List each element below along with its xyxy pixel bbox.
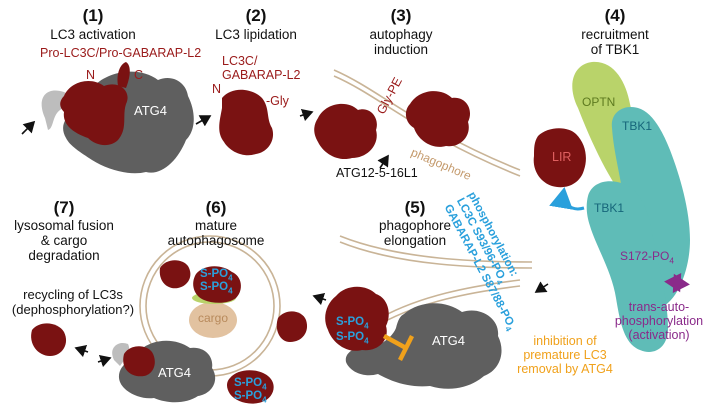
step-3-number: (3) (390, 6, 412, 25)
c-terminal-label-1: C (134, 68, 144, 82)
lc3-shape-7-recycled (31, 323, 67, 356)
pro-lc3-shape (60, 81, 128, 146)
step-5-title: phagophore elongation (378, 218, 452, 249)
pro-lc3-label: Pro-LC3C/Pro-GABARAP-L2 (40, 46, 202, 60)
atg4-label-7: ATG4 (158, 365, 191, 380)
phagophore-5-outer (339, 235, 533, 263)
spo-6a-sub: 4 (228, 273, 233, 283)
spo-label-bottom-b: S-PO4 (234, 390, 267, 404)
spo-bot-b-text: S-PO (234, 390, 263, 402)
spo-5b-text: S-PO (336, 331, 365, 343)
lc3-shape-6-bottom (227, 370, 274, 404)
arrow-4-to-5 (534, 281, 549, 293)
lc3-shape-5 (325, 286, 389, 351)
step-2-number: (2) (245, 6, 267, 25)
inhibition-line (382, 334, 408, 350)
lc3c-label-line1: LC3C/ (222, 54, 258, 68)
recycle-line1: recycling of LC3s (23, 287, 123, 302)
trans-auto-arrow-2 (664, 272, 682, 293)
spo-label-5a: S-PO4 (336, 316, 369, 330)
tbk1-shape-mid (586, 181, 668, 352)
step-1-number: (1) (82, 6, 104, 25)
spo-label-bottom-a: S-PO4 (234, 377, 267, 391)
arrow-1-curl (21, 120, 36, 135)
inhibition-bar (397, 334, 415, 362)
atg4-label-1: ATG4 (134, 103, 167, 118)
n-terminal-label-2: N (212, 82, 222, 96)
inhib-line1: inhibition of (533, 334, 597, 348)
atg4-light-shape-7 (112, 342, 130, 366)
spo-bot-a-sub: 4 (262, 382, 267, 392)
arrow-7-recycle (74, 344, 89, 358)
step-6-number: (6) (205, 198, 227, 217)
lc3-shape-6-right (276, 311, 308, 342)
optn-label: OPTN (582, 95, 616, 109)
spo-5a-text: S-PO (336, 316, 365, 328)
arrow-atg12 (377, 154, 389, 169)
step-6-title: mature autophagosome (167, 218, 265, 249)
inhib-line3: removal by ATG4 (517, 362, 613, 376)
spo-label-6b: S-PO4 (200, 281, 233, 295)
step-2-title: LC3 lipidation (215, 27, 297, 42)
atg4-label-5: ATG4 (432, 333, 465, 348)
step-1-title: LC3 activation (50, 27, 136, 42)
lc3-shape-3b (405, 91, 471, 147)
spo-6a-text: S-PO (200, 268, 229, 280)
step-3-title: autophagy induction (369, 27, 433, 58)
cargo-shape (189, 302, 237, 338)
c-terminal-tail (117, 62, 130, 88)
step-5-number: (5) (404, 198, 426, 217)
spo-label-6a: S-PO4 (200, 268, 233, 282)
tbk1-label-mid: TBK1 (594, 201, 625, 215)
lc3-shape-7-on-atg4 (123, 346, 155, 377)
phosphorylation-curved-arrow (549, 187, 585, 211)
lc3c-label-line2: GABARAP-L2 (222, 68, 301, 82)
step-7-title: lysosomal fusion & cargo degradation (14, 218, 114, 264)
lc3-shape-6-top (159, 260, 191, 289)
s172-sub: 4 (669, 255, 675, 266)
spo-6b-text: S-PO (200, 281, 229, 293)
trans-line3: (activation) (628, 328, 690, 342)
arrow-1-to-2 (195, 115, 212, 127)
trans-line2: phosphorylation (614, 314, 704, 328)
lc3-shape-6-inner (193, 266, 241, 303)
tbk1-label-top: TBK1 (622, 119, 653, 133)
spo-5b-sub: 4 (364, 336, 369, 346)
spo-bot-b-sub: 4 (262, 395, 267, 405)
arrow-5-to-6 (312, 292, 327, 306)
atg12-label: ATG12-5-16L1 (336, 166, 418, 180)
recycle-line2: (dephosphorylation?) (11, 301, 135, 317)
phagophore-5-lower-inner (379, 285, 521, 325)
arrow-7-to-atg4 (97, 354, 112, 368)
phagophore-5-lower-outer (379, 279, 521, 319)
atg4-shape-5 (345, 303, 502, 389)
lc3-lipidated-shape-2 (219, 89, 274, 156)
recycling-label: recycling of LC3s (dephosphorylation?) (8, 287, 138, 317)
lc3-lir-shape (533, 128, 586, 188)
n-terminal-label-1: N (86, 68, 96, 82)
spo-bot-a-text: S-PO (234, 377, 263, 389)
step-4-title: recruitment of TBK1 (581, 27, 649, 58)
spo-5a-sub: 4 (364, 321, 369, 331)
phagophore-5-inner (339, 241, 533, 269)
step-4-number: (4) (604, 6, 626, 25)
spo-label-5b: S-PO4 (336, 331, 369, 345)
inhibition-label: inhibition of premature LC3 removal by A… (512, 334, 618, 376)
spo-6b-sub: 4 (228, 286, 233, 296)
trans-line1: trans-auto- (628, 300, 690, 314)
trans-auto-label: trans-auto- phosphorylation (activation) (612, 300, 706, 342)
gly-label: -Gly (266, 94, 289, 108)
cargo-label: cargo (198, 311, 229, 325)
inhib-line2: premature LC3 (523, 348, 607, 362)
lc3-shape-3a (314, 103, 377, 160)
arrow-2-to-3 (299, 108, 314, 122)
s172-label: S172-PO4 (620, 249, 675, 266)
step-7-number: (7) (53, 198, 75, 217)
s172-text: S172-PO (620, 249, 670, 263)
lir-label: LIR (552, 150, 572, 164)
